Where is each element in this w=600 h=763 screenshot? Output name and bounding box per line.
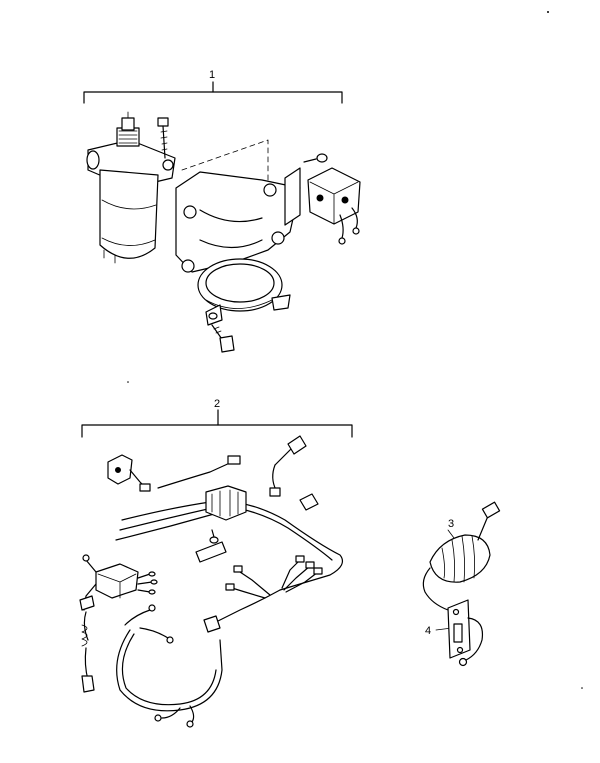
starter-motor xyxy=(86,111,176,264)
harness-branches xyxy=(203,555,323,633)
lanyard-coil xyxy=(81,611,95,693)
ground-plate xyxy=(195,529,227,563)
leader-3 xyxy=(447,529,455,539)
fuse-holder-assembly: 3 4 xyxy=(422,501,501,667)
fuse-bracket xyxy=(447,599,484,667)
group-1-assembly: 1 xyxy=(83,69,361,353)
callout-3: 3 xyxy=(448,518,454,530)
neutral-switch xyxy=(107,454,151,492)
key-switch xyxy=(79,554,158,611)
mounting-band xyxy=(197,258,291,326)
harness-connector xyxy=(205,485,247,521)
starter-relay xyxy=(284,167,361,245)
group-1-bracket xyxy=(83,81,343,104)
band-bolt xyxy=(211,324,235,353)
starter-bracket xyxy=(175,171,301,273)
group-2-bracket xyxy=(81,409,353,438)
leader-lines xyxy=(181,139,269,183)
harness-clip xyxy=(299,493,319,511)
callout-4: 4 xyxy=(425,625,431,637)
callout-1: 1 xyxy=(209,69,215,81)
small-screw xyxy=(303,153,328,163)
main-harness xyxy=(115,455,343,591)
extension-cable xyxy=(116,604,223,728)
group-2-assembly: 2 xyxy=(79,398,353,728)
upper-lead xyxy=(269,435,307,497)
scan-marks xyxy=(127,11,583,689)
fuse-holder xyxy=(422,501,501,616)
starter-bolt xyxy=(157,117,169,159)
callout-2: 2 xyxy=(214,398,220,410)
